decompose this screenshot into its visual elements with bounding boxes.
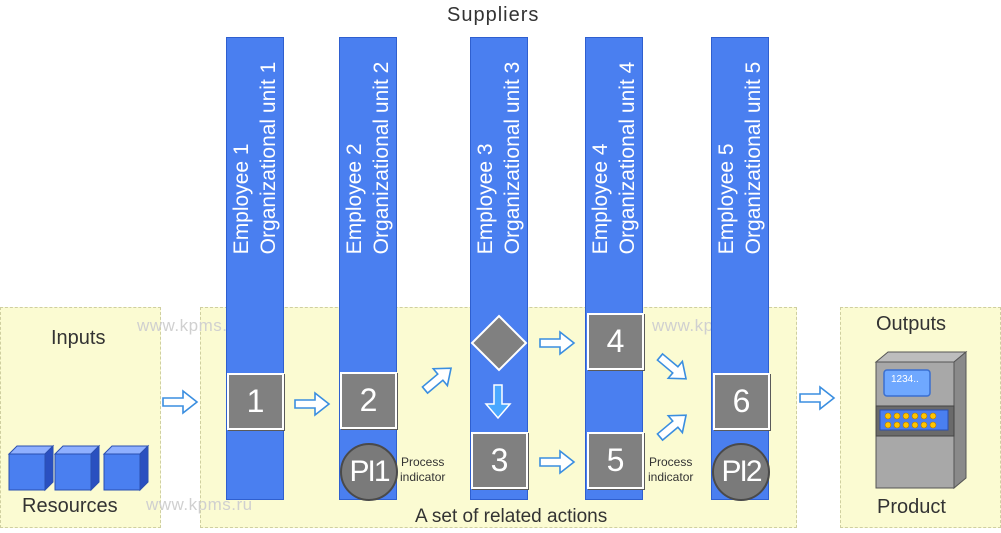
arrow-right-icon	[540, 451, 574, 473]
arrow-right-icon	[800, 387, 834, 409]
product-label: Product	[877, 496, 946, 519]
arrow-down-icon	[486, 385, 510, 418]
arrow-up-right-icon	[653, 407, 693, 446]
product-machine-icon	[870, 350, 970, 490]
arrow-right-icon	[295, 393, 329, 415]
product-screen-text: 1234..	[891, 374, 919, 385]
arrow-right-icon	[163, 391, 197, 413]
arrow-down-right-icon	[653, 349, 693, 388]
arrow-up-right-icon	[418, 360, 458, 399]
outputs-label: Outputs	[876, 313, 946, 336]
actions-label: A set of related actions	[415, 506, 607, 528]
arrow-right-icon	[540, 332, 574, 354]
